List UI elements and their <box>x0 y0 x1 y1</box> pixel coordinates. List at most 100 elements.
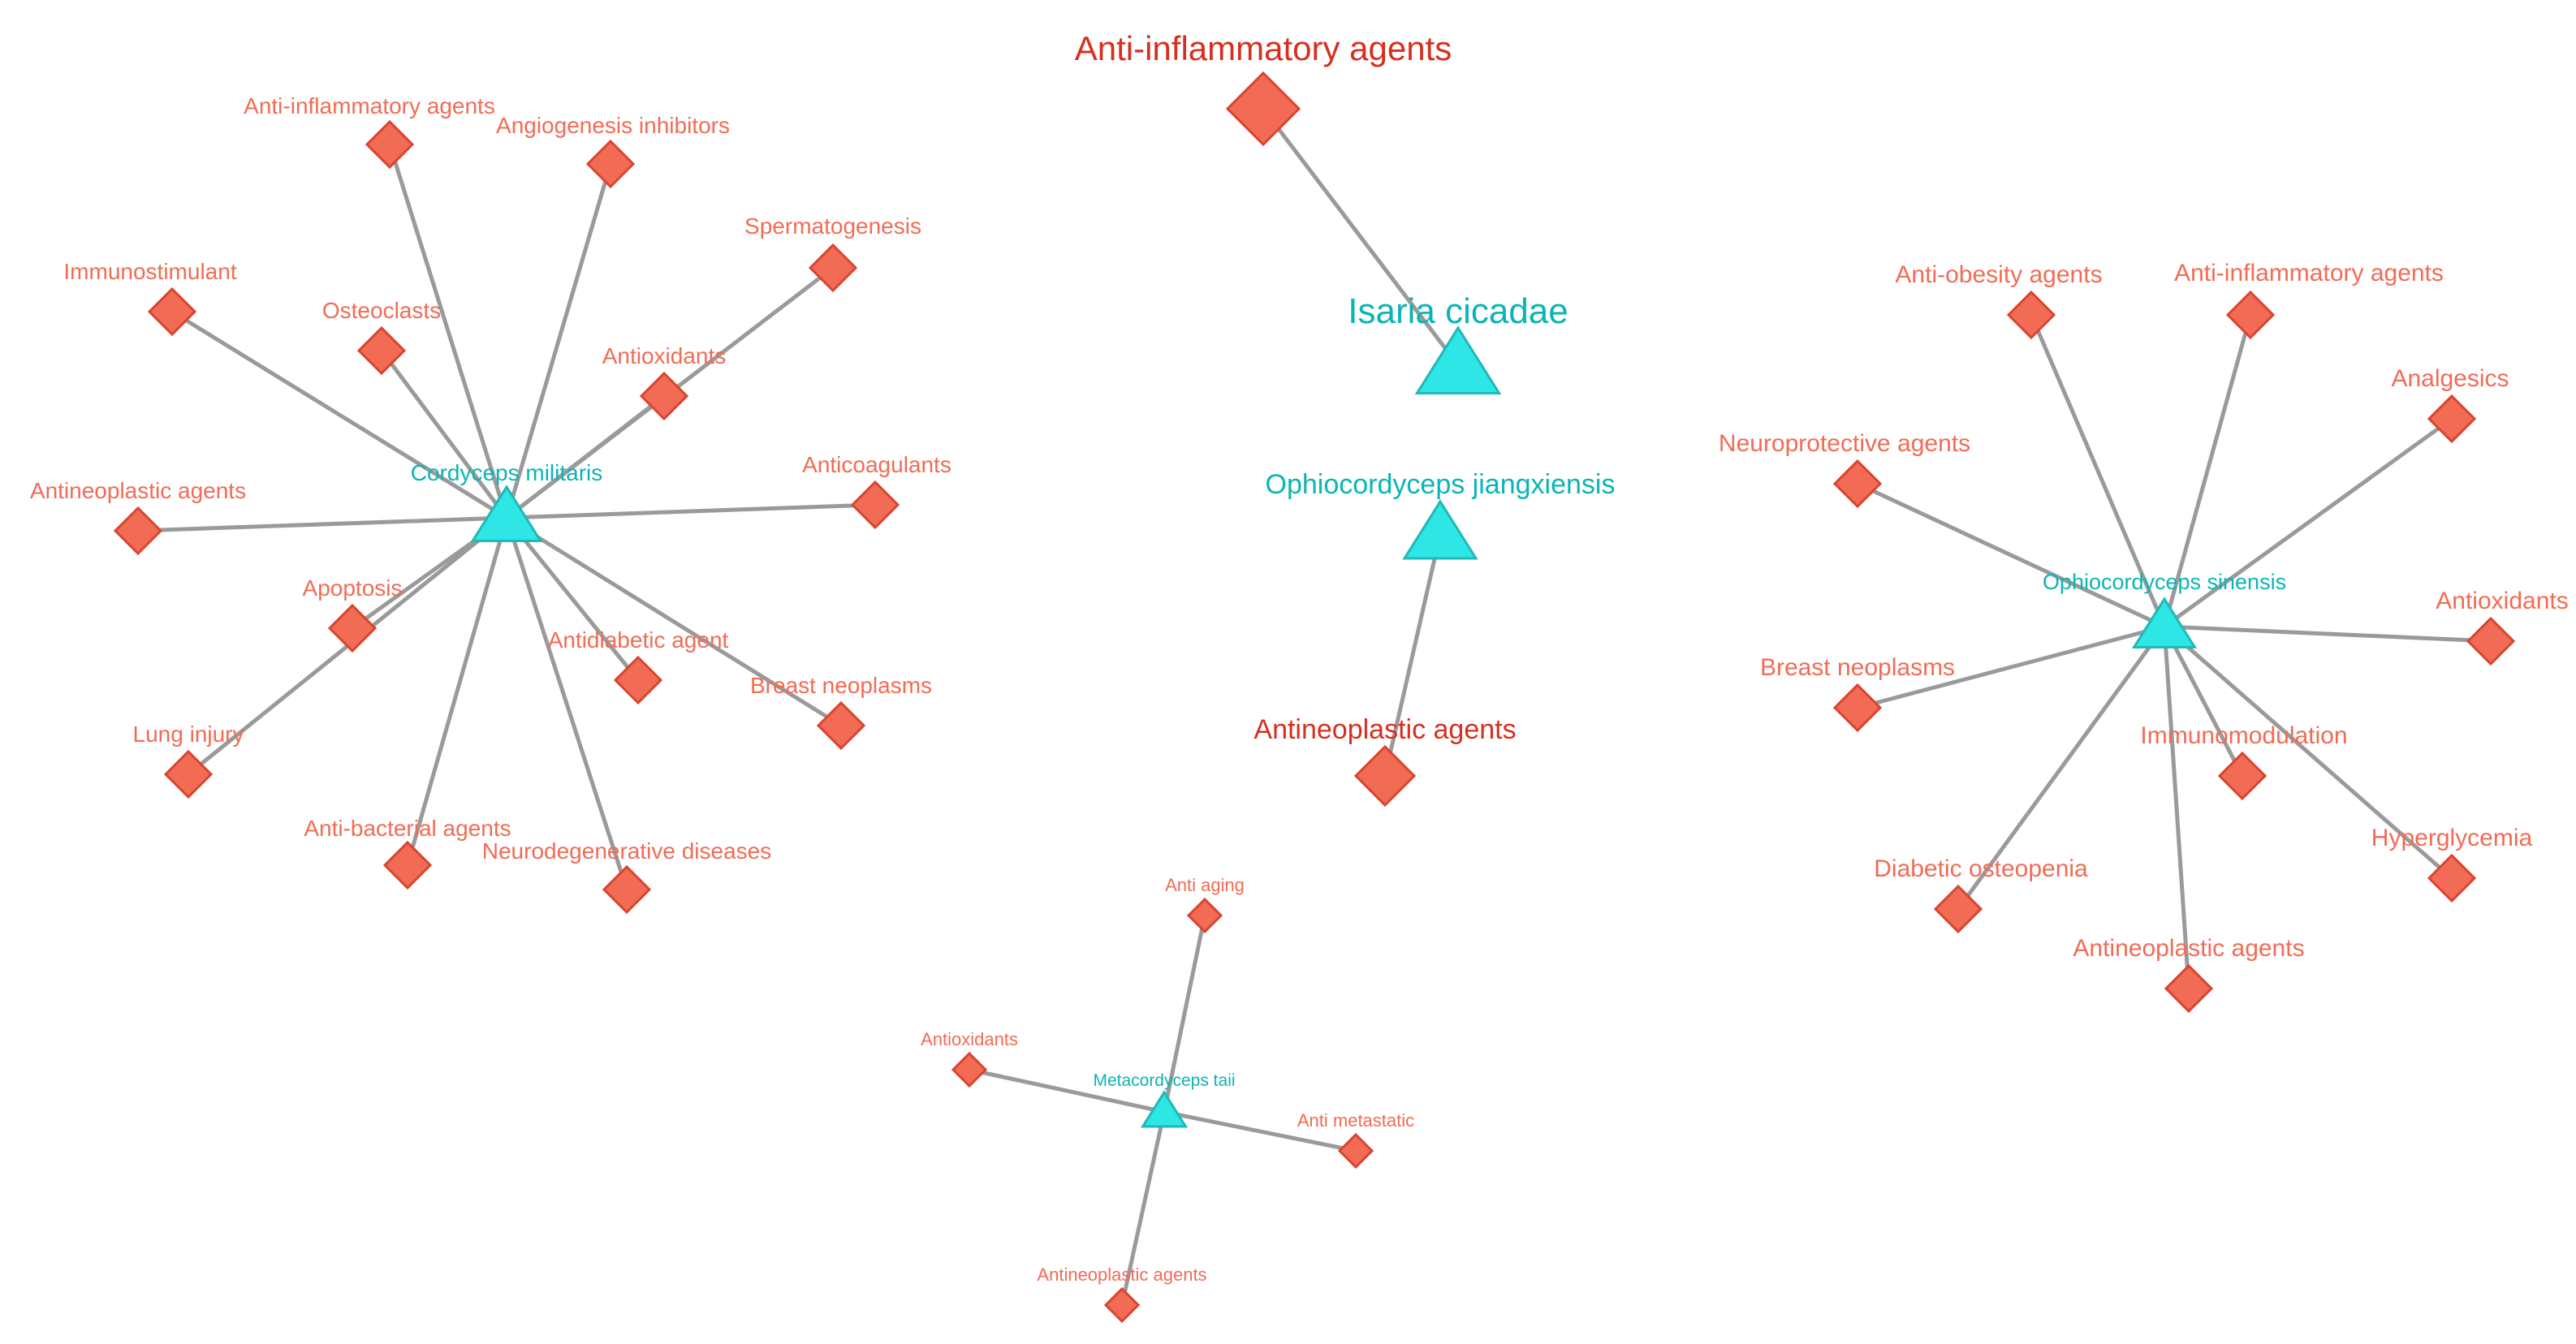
target-label-sinensis-antineoplastic-agents: Antineoplastic agents <box>2073 935 2304 962</box>
source-node-metacordyceps-taii <box>1140 1090 1189 1128</box>
target-node-cordyceps-angiogenesis-inhibitors <box>585 139 636 189</box>
target-label-isaria-anti-inflammatory-agents: Anti-inflammatory agents <box>1075 29 1452 67</box>
target-label-cordyceps-anticoagulants: Anticoagulants <box>802 452 951 477</box>
target-node-cordyceps-antidiabetic-agent <box>613 655 663 705</box>
target-node-cordyceps-antineoplastic-agents <box>113 506 163 556</box>
target-node-cordyceps-spermatogenesis <box>808 243 858 293</box>
target-node-sinensis-neuroprotective-agents <box>1832 459 1883 509</box>
edge-cordyceps-anti-bacterial-agents <box>405 515 509 868</box>
target-label-cordyceps-apoptosis: Apoptosis <box>303 575 403 601</box>
edge-metacordyceps-antineoplastic-agents <box>1120 1109 1167 1307</box>
target-label-metacordyceps-antineoplastic-agents: Antineoplastic agents <box>1037 1264 1206 1285</box>
edge-cordyceps-antidiabetic-agent <box>504 515 641 683</box>
source-node-ophiocordyceps-jiangxiensis <box>1402 499 1478 560</box>
target-node-cordyceps-apoptosis <box>327 603 378 653</box>
target-node-sinensis-anti-obesity-agents <box>2006 290 2056 340</box>
target-node-metacordyceps-anti-metastatic <box>1337 1132 1374 1170</box>
target-label-sinensis-analgesics: Analgesics <box>2391 365 2509 392</box>
target-label-cordyceps-antineoplastic-agents: Antineoplastic agents <box>30 478 246 503</box>
edge-sinensis-analgesics <box>2162 416 2454 629</box>
source-node-isaria-cicadae <box>1414 325 1502 394</box>
target-label-metacordyceps-anti-aging: Anti aging <box>1165 875 1245 895</box>
target-label-sinensis-immunomodulation: Immunomodulation <box>2140 722 2347 749</box>
edge-cordyceps-angiogenesis-inhibitors <box>504 162 613 520</box>
edge-sinensis-antineoplastic-agents <box>2162 624 2191 991</box>
edge-cordyceps-osteoclasts <box>379 348 509 520</box>
source-label-cordyceps-militaris: Cordyceps militaris <box>411 460 603 485</box>
target-label-sinensis-neuroprotective-agents: Neuroprotective agents <box>1719 430 1970 457</box>
nodes-layer <box>113 71 2516 1324</box>
target-node-cordyceps-immunostimulant <box>147 286 197 337</box>
target-node-sinensis-diabetic-osteopenia <box>1933 884 1983 934</box>
target-node-cordyceps-anticoagulants <box>850 480 900 530</box>
target-node-isaria-anti-inflammatory-agents <box>1225 71 1301 147</box>
edge-metacordyceps-antioxidants <box>967 1067 1167 1114</box>
source-label-ophiocordyceps-jiangxiensis: Ophiocordyceps jiangxiensis <box>1266 469 1616 500</box>
target-node-cordyceps-anti-bacterial-agents <box>382 840 433 890</box>
target-node-jiangxiensis-antineoplastic-agents <box>1353 744 1417 808</box>
edge-cordyceps-antioxidants <box>504 394 667 520</box>
edge-sinensis-immunomodulation <box>2162 624 2245 778</box>
edge-cordyceps-anti-inflammatory-agents <box>387 142 509 520</box>
edge-cordyceps-neurodegenerative-diseases <box>504 515 629 892</box>
target-label-sinensis-anti-inflammatory-agents: Anti-inflammatory agents <box>2174 260 2444 286</box>
edge-sinensis-antioxidants <box>2162 624 2493 644</box>
target-node-metacordyceps-anti-aging <box>1186 897 1223 934</box>
source-node-cordyceps-militaris <box>470 485 543 542</box>
edge-metacordyceps-anti-metastatic <box>1162 1109 1358 1153</box>
target-label-cordyceps-osteoclasts: Osteoclasts <box>322 298 441 323</box>
target-label-cordyceps-spermatogenesis: Spermatogenesis <box>744 213 921 239</box>
edges-layer <box>136 106 2493 1307</box>
target-node-sinensis-antineoplastic-agents <box>2164 963 2214 1014</box>
source-label-metacordyceps-taii: Metacordyceps taii <box>1093 1071 1235 1090</box>
target-label-cordyceps-antidiabetic-agent: Antidiabetic agent <box>548 627 729 653</box>
target-node-sinensis-analgesics <box>2427 394 2477 444</box>
target-label-cordyceps-breast-neoplasms: Breast neoplasms <box>750 673 932 698</box>
target-node-cordyceps-antioxidants <box>639 371 689 421</box>
target-node-metacordyceps-antioxidants <box>951 1051 988 1088</box>
target-label-cordyceps-anti-inflammatory-agents: Anti-inflammatory agents <box>244 93 495 118</box>
target-node-sinensis-breast-neoplasms <box>1832 683 1883 733</box>
edge-metacordyceps-anti-aging <box>1162 913 1207 1114</box>
target-label-sinensis-antioxidants: Antioxidants <box>2436 588 2568 614</box>
target-node-sinensis-hyperglycemia <box>2427 853 2477 903</box>
target-node-sinensis-antioxidants <box>2466 616 2516 666</box>
target-label-cordyceps-lung-injury: Lung injury <box>133 722 244 747</box>
target-node-sinensis-immunomodulation <box>2217 751 2267 801</box>
edge-cordyceps-anticoagulants <box>504 502 878 520</box>
target-node-cordyceps-osteoclasts <box>356 325 407 376</box>
target-node-metacordyceps-antineoplastic-agents <box>1103 1286 1141 1324</box>
target-label-sinensis-hyperglycemia: Hyperglycemia <box>2371 825 2533 851</box>
edge-cordyceps-breast-neoplasms <box>504 515 844 728</box>
edge-cordyceps-antineoplastic-agents <box>136 515 509 533</box>
target-label-cordyceps-antioxidants: Antioxidants <box>602 343 727 368</box>
edge-sinensis-neuroprotective-agents <box>1855 481 2167 629</box>
edge-jiangxiensis-antineoplastic-agents <box>1383 532 1443 778</box>
source-node-ophiocordyceps-sinensis <box>2131 597 2198 648</box>
target-node-cordyceps-lung-injury <box>163 749 214 799</box>
edge-sinensis-diabetic-osteopenia <box>1956 624 2167 911</box>
edge-cordyceps-immunostimulant <box>170 309 509 520</box>
edge-sinensis-anti-obesity-agents <box>2029 312 2167 629</box>
target-label-metacordyceps-anti-metastatic: Anti metastatic <box>1297 1110 1414 1131</box>
target-label-metacordyceps-antioxidants: Antioxidants <box>921 1029 1018 1049</box>
target-label-sinensis-anti-obesity-agents: Anti-obesity agents <box>1895 261 2102 288</box>
target-label-cordyceps-immunostimulant: Immunostimulant <box>63 259 236 284</box>
target-node-sinensis-anti-inflammatory-agents <box>2225 290 2276 340</box>
source-label-ophiocordyceps-sinensis: Ophiocordyceps sinensis <box>2043 570 2286 594</box>
target-label-sinensis-breast-neoplasms: Breast neoplasms <box>1760 654 1955 681</box>
target-label-cordyceps-anti-bacterial-agents: Anti-bacterial agents <box>304 816 511 841</box>
target-node-cordyceps-neurodegenerative-diseases <box>602 864 652 915</box>
edge-isaria-anti-inflammatory-agents <box>1261 106 1461 368</box>
target-label-sinensis-diabetic-osteopenia: Diabetic osteopenia <box>1874 855 2088 882</box>
edge-sinensis-hyperglycemia <box>2162 624 2454 881</box>
target-node-cordyceps-anti-inflammatory-agents <box>365 119 415 170</box>
target-label-jiangxiensis-antineoplastic-agents: Antineoplastic agents <box>1253 714 1516 745</box>
edge-sinensis-breast-neoplasms <box>1855 624 2167 710</box>
source-label-isaria-cicadae: Isaria cicadae <box>1348 291 1568 331</box>
target-label-cordyceps-angiogenesis-inhibitors: Angiogenesis inhibitors <box>496 113 730 138</box>
target-node-cordyceps-breast-neoplasms <box>816 700 866 751</box>
target-label-cordyceps-neurodegenerative-diseases: Neurodegenerative diseases <box>482 838 771 864</box>
